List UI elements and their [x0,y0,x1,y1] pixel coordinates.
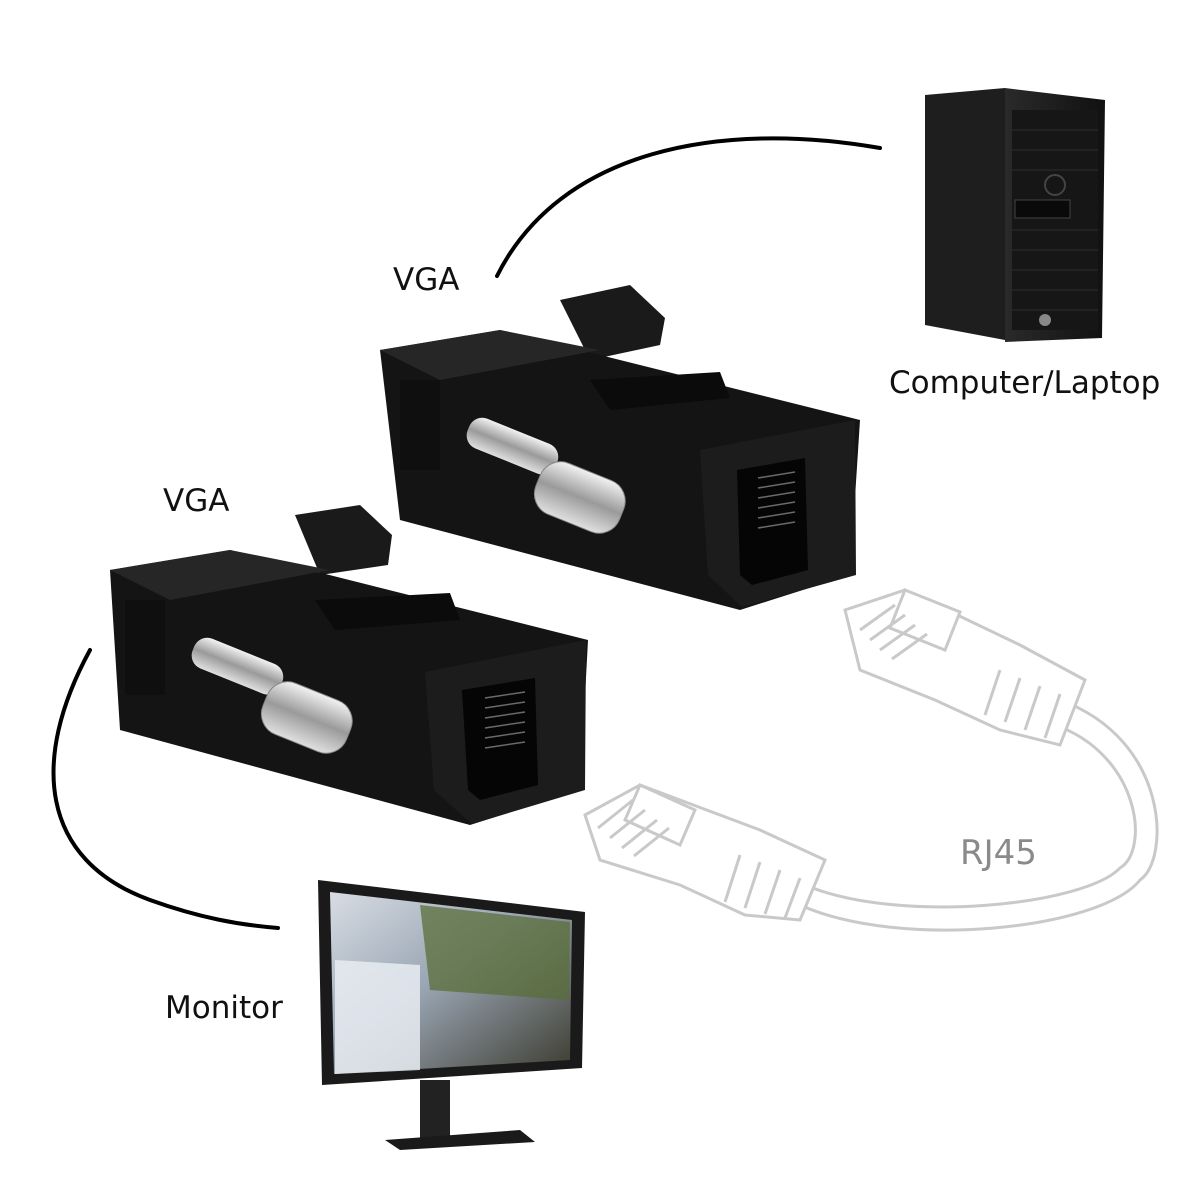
connector-line-computer [495,136,882,278]
label-monitor: Monitor [165,990,283,1026]
rj45-cable-icon [583,588,1159,932]
vga-to-rj45-adapter-icon [110,505,588,825]
label-vga-top: VGA [393,262,460,298]
label-vga-bottom: VGA [163,483,230,519]
tower-computer-icon [925,88,1105,342]
vga-to-rj45-adapter-icon [380,285,860,610]
monitor-icon [318,880,585,1150]
label-computer: Computer/Laptop [889,365,1161,401]
connector-line-monitor [51,648,280,930]
label-rj45: RJ45 [960,833,1037,873]
